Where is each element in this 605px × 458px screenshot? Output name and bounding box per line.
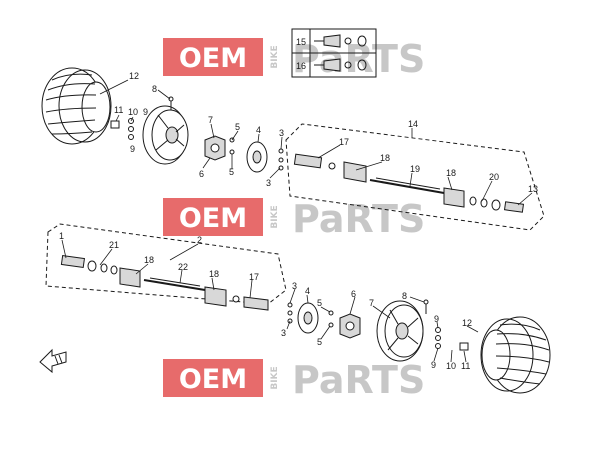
callout-17-upper: 17 <box>339 137 349 147</box>
upper-wheel-rim <box>142 105 189 165</box>
callout-3-upper-a: 3 <box>279 128 284 138</box>
lower-hub <box>328 310 361 339</box>
callout-3-lower-b: 3 <box>281 328 286 338</box>
callout-6-lower: 6 <box>351 289 356 299</box>
callout-22: 22 <box>178 262 188 272</box>
upper-brake-disc <box>246 141 284 173</box>
callout-10-lower: 10 <box>446 361 456 371</box>
callout-11-lower: 11 <box>461 361 470 371</box>
callout-7-lower: 7 <box>369 298 374 308</box>
callout-10-upper: 10 <box>128 107 138 117</box>
watermark-bike-text: BIKE <box>270 366 280 389</box>
lower-drive-shaft <box>60 254 269 311</box>
callout-18-lower-b: 18 <box>209 269 219 279</box>
callout-6-upper: 6 <box>199 169 204 179</box>
callout-8-lower: 8 <box>402 291 407 301</box>
callout-18-upper-a: 18 <box>380 153 390 163</box>
drive-shaft-group-upper <box>285 123 545 231</box>
callout-4-lower: 4 <box>305 286 310 296</box>
watermark-oem-badge <box>163 359 263 397</box>
callout-20: 20 <box>489 172 499 182</box>
watermark-parts-text: PaRTS <box>292 358 425 402</box>
drive-shaft-group-lower <box>45 223 287 305</box>
callout-11-upper: 11 <box>114 105 123 115</box>
watermark-bike-text: BIKE <box>270 45 280 68</box>
callout-9-lower-a: 9 <box>434 314 439 324</box>
callout-3-upper-b: 3 <box>266 178 271 188</box>
watermark-bottom: OEM BIKE PaRTS <box>163 358 425 402</box>
callout-4-upper: 4 <box>256 125 261 135</box>
watermark-oem-badge <box>163 38 263 76</box>
callout-13: 13 <box>528 184 538 194</box>
callout-1: 1 <box>59 231 64 241</box>
callout-18-lower-a: 18 <box>144 255 154 265</box>
callout-12-upper: 12 <box>129 71 139 81</box>
upper-tire <box>41 67 112 145</box>
callout-19: 19 <box>410 164 420 174</box>
lower-wheel-rim <box>376 300 424 362</box>
callout-3-lower-a: 3 <box>292 281 297 291</box>
watermark-middle: OEM BIKE PaRTS <box>163 197 425 241</box>
callout-9-lower-b: 9 <box>431 360 436 370</box>
callout-9-upper-a: 9 <box>143 107 148 117</box>
callout-5-lower-b: 5 <box>317 337 322 347</box>
lower-small-parts <box>423 299 469 351</box>
watermark-oem-badge <box>163 198 263 236</box>
callout-7-upper: 7 <box>208 115 213 125</box>
callout-5-upper-b: 5 <box>229 167 234 177</box>
boot-kit-icon-15 <box>314 34 367 48</box>
watermark-oem-text: OEM <box>179 364 247 395</box>
lower-brake-disc <box>287 302 319 334</box>
callout-5-upper-a: 5 <box>235 122 240 132</box>
upper-small-parts <box>110 96 174 140</box>
callout-17-lower: 17 <box>249 272 259 282</box>
legend-callout-16: 16 <box>296 61 306 71</box>
callout-labels: 12 8 11 10 9 9 7 5 5 6 4 3 3 14 17 18 19… <box>59 71 538 371</box>
watermark-top: OEM BIKE PaRTS <box>163 37 425 81</box>
callout-14: 14 <box>408 119 418 129</box>
watermark-oem-text: OEM <box>179 43 247 74</box>
callout-9-upper-b: 9 <box>130 144 135 154</box>
callout-12-lower: 12 <box>462 318 472 328</box>
watermark-bike-text: BIKE <box>270 205 280 228</box>
boot-kit-legend: 15 16 <box>291 28 377 78</box>
callout-18-upper-b: 18 <box>446 168 456 178</box>
watermark-parts-text: PaRTS <box>292 197 425 241</box>
lower-tire <box>480 316 551 394</box>
upper-hub <box>204 135 235 161</box>
callout-8-upper: 8 <box>152 84 157 94</box>
leader-lines <box>61 79 533 363</box>
front-direction-arrow-icon <box>39 348 67 374</box>
watermark-oem-text: OEM <box>179 203 247 234</box>
callout-5-lower-a: 5 <box>317 298 322 308</box>
legend-callout-15: 15 <box>296 37 306 47</box>
callout-2: 2 <box>197 235 202 245</box>
boot-kit-icon-16 <box>314 58 367 72</box>
callout-21: 21 <box>109 240 119 250</box>
